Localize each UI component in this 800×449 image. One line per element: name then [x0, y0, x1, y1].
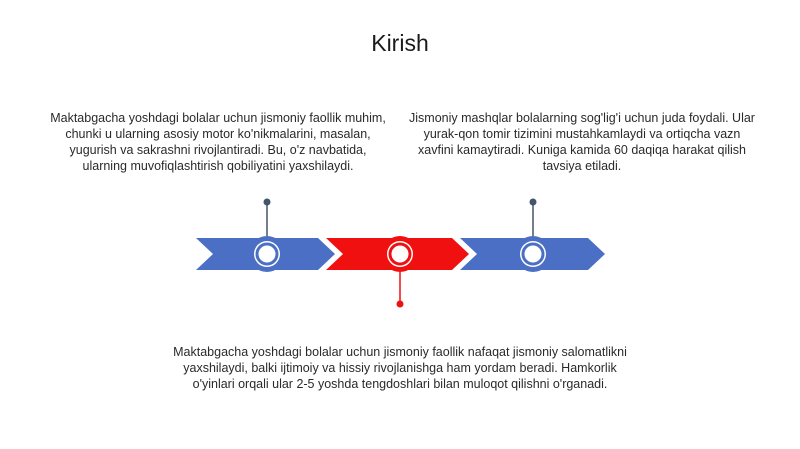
timeline-stem-dot-1 — [263, 198, 271, 206]
text-block-left: Maktabgacha yoshdagi bolalar uchun jismo… — [50, 111, 386, 173]
timeline-marker-3 — [515, 236, 551, 272]
text-block-bottom: Maktabgacha yoshdagi bolalar uchun jismo… — [173, 345, 627, 391]
timeline-stem-dot-2 — [396, 300, 404, 308]
timeline-marker-1 — [249, 236, 285, 272]
timeline-stem-dot-3 — [529, 198, 537, 206]
slide-title: Kirish — [371, 30, 429, 56]
text-block-right: Jismoniy mashqlar bolalarning sog'lig'i … — [409, 111, 755, 173]
timeline-marker-2 — [382, 236, 418, 272]
